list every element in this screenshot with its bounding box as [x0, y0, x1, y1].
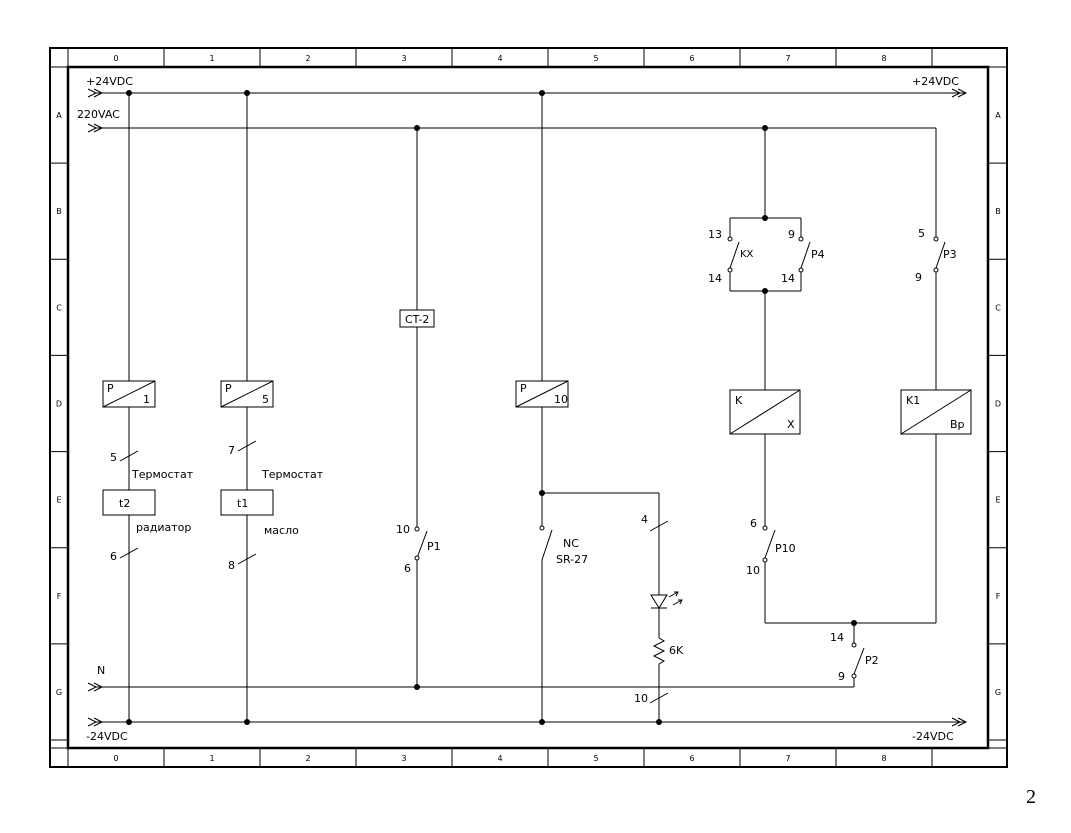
terminal-label: 14 [830, 631, 844, 644]
row-label-left: F [57, 592, 62, 601]
column-label-top: 8 [881, 54, 886, 63]
page-number: 2 [1026, 786, 1036, 808]
switch-nc-label: NC [563, 537, 579, 550]
terminal-label: 7 [228, 444, 235, 457]
row-ruler-ticks [50, 66, 1007, 741]
relay-p5-number: 5 [262, 393, 269, 406]
label-220vac: 220VAC [77, 108, 120, 121]
terminal-label: 8 [228, 559, 235, 572]
terminal-label: 10 [746, 564, 760, 577]
row-label-left: B [56, 207, 62, 216]
relay-p10-letter: P [520, 382, 527, 395]
label-minus24-right: -24VDC [912, 730, 954, 743]
branch-ct2 [399, 128, 435, 687]
sensor-t2: t2 [119, 497, 130, 510]
contact-p3-name: P3 [943, 248, 957, 261]
terminal-label: 14 [781, 272, 795, 285]
row-label-right: F [996, 592, 1001, 601]
column-label-bottom: 6 [689, 754, 694, 763]
row-label-left: D [56, 400, 62, 409]
thermostat-title: Термостат [261, 468, 324, 481]
contact-p1-name: P1 [427, 540, 441, 553]
terminal-label: 13 [708, 228, 722, 241]
branch-k1-coil [851, 128, 972, 687]
column-label-top: 1 [209, 54, 214, 63]
contact-p10-name: P10 [775, 542, 796, 555]
label-neutral: N [97, 664, 105, 677]
resistor-6k-label: 6K [669, 644, 684, 657]
column-label-bottom: 8 [881, 754, 886, 763]
terminal-label: 9 [838, 670, 845, 683]
column-label-top: 0 [113, 54, 118, 63]
drawing-frame [66, 65, 990, 750]
row-label-right: E [995, 496, 1000, 505]
terminal-label: 10 [634, 692, 648, 705]
relay-p1-letter: P [107, 382, 114, 395]
row-label-right: C [995, 303, 1001, 312]
rail-arrow [87, 88, 98, 98]
contact-p4-name: P4 [811, 248, 825, 261]
column-label-top: 4 [497, 54, 502, 63]
terminal-label: 5 [918, 227, 925, 240]
column-ruler-ticks [67, 48, 933, 767]
junction-dots [126, 90, 857, 725]
column-label-bottom: 0 [113, 754, 118, 763]
branch-thermostat-oil [220, 93, 274, 722]
terminal-label: 10 [396, 523, 410, 536]
coil-k-letter: K [735, 394, 743, 407]
sensor-t1: t1 [237, 497, 248, 510]
row-label-left: A [56, 111, 62, 120]
relay-p10-number: 10 [554, 393, 568, 406]
relay-p1-number: 1 [143, 393, 150, 406]
column-label-top: 5 [593, 54, 598, 63]
column-label-bottom: 5 [593, 754, 598, 763]
column-label-top: 6 [689, 54, 694, 63]
label-plus24-left: +24VDC [86, 75, 133, 88]
row-label-right: B [995, 207, 1001, 216]
column-label-bottom: 3 [401, 754, 406, 763]
terminal-label: 6 [404, 562, 411, 575]
column-label-bottom: 1 [209, 754, 214, 763]
terminal-label: 6 [750, 517, 757, 530]
column-label-bottom: 4 [497, 754, 502, 763]
terminal-label: 4 [641, 513, 648, 526]
row-label-right: A [995, 111, 1001, 120]
row-label-right: G [995, 688, 1001, 697]
terminal-label: 9 [915, 271, 922, 284]
branch-kx-coil [727, 128, 936, 624]
relay-p5-letter: P [225, 382, 232, 395]
row-label-left: C [56, 303, 62, 312]
coil-k1-suffix: Bp [950, 418, 965, 431]
sensor-subtitle: радиатор [136, 521, 191, 534]
label-plus24-right: +24VDC [912, 75, 959, 88]
coil-k1-letter: K1 [906, 394, 920, 407]
column-label-top: 3 [401, 54, 406, 63]
outer-frame [49, 47, 1008, 768]
branch-p10-indicator [515, 93, 683, 722]
column-label-top: 7 [785, 54, 790, 63]
row-label-right: D [995, 400, 1001, 409]
contact-kx-name: KX [740, 249, 754, 260]
column-label-top: 2 [305, 54, 310, 63]
branch-thermostat-radiator [102, 93, 156, 722]
coil-k-suffix: X [787, 418, 795, 431]
terminal-label: 5 [110, 451, 117, 464]
label-minus24-left: -24VDC [86, 730, 128, 743]
row-label-left: G [56, 688, 62, 697]
row-label-left: E [56, 496, 61, 505]
thermostat-title: Термостат [131, 468, 194, 481]
ct2-label: CT-2 [405, 313, 429, 326]
sensor-subtitle: масло [264, 524, 299, 537]
terminal-label: 6 [110, 550, 117, 563]
terminal-label: 9 [788, 228, 795, 241]
terminal-label: 14 [708, 272, 722, 285]
switch-sr27-label: SR-27 [556, 553, 588, 566]
contact-p2-name: P2 [865, 654, 879, 667]
column-label-bottom: 7 [785, 754, 790, 763]
column-label-bottom: 2 [305, 754, 310, 763]
